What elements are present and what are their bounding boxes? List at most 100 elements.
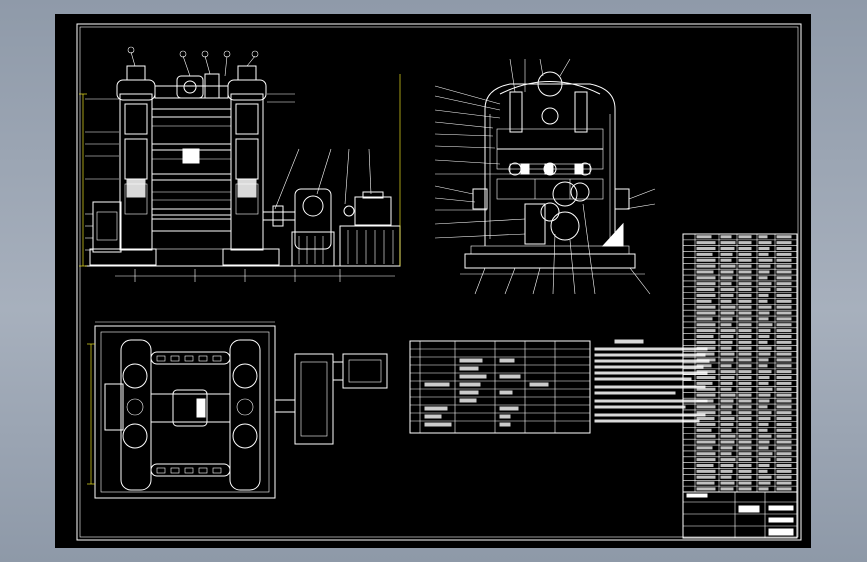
- parts-list-cell-text: [758, 305, 772, 309]
- parts-list-cell-text: [720, 299, 732, 303]
- parts-list-cell-text: [758, 440, 770, 444]
- parts-list-cell-text: [720, 487, 734, 491]
- parts-list-cell-text: [720, 458, 736, 462]
- parts-list-cell-text: [776, 352, 792, 356]
- parts-list-cell-text: [738, 428, 752, 432]
- parts-list-cell-text: [776, 469, 792, 473]
- parts-list-cell-text: [758, 258, 773, 262]
- parts-list-cell-text: [776, 417, 792, 421]
- parts-list-cell-text: [776, 428, 792, 432]
- parts-list-cell-text: [696, 469, 716, 473]
- parts-list-cell-text: [758, 487, 769, 491]
- parts-list-cell-text: [738, 323, 752, 327]
- parts-list-cell-text: [758, 252, 769, 256]
- parts-list-cell-text: [738, 446, 752, 450]
- parts-list-cell-text: [696, 282, 716, 286]
- parts-list-cell-text: [758, 358, 769, 362]
- parts-list-cell-text: [776, 364, 792, 368]
- parts-list-cell-text: [720, 246, 735, 251]
- plan-view: [87, 321, 388, 499]
- parts-list-cell-text: [720, 481, 735, 485]
- parts-list-cell-text: [738, 381, 752, 385]
- parts-list-cell-text: [738, 393, 752, 397]
- parts-list-cell-text: [720, 352, 735, 356]
- parts-list-cell-text: [720, 358, 734, 362]
- parts-list-cell-text: [696, 452, 716, 456]
- parts-list-cell-text: [720, 323, 732, 327]
- parts-list-cell-text: [696, 293, 716, 297]
- parts-list-cell-text: [696, 364, 712, 368]
- parts-list-cell-text: [720, 381, 733, 385]
- drawing-inner-frame: [79, 26, 799, 538]
- parts-list-cell-text: [738, 276, 752, 280]
- parts-list-cell-text: [738, 282, 752, 286]
- parts-list-cell-text: [696, 311, 716, 315]
- parts-list-cell-text: [738, 469, 752, 473]
- parts-list-cell-text: [738, 270, 752, 274]
- parts-list-cell-text: [758, 246, 770, 251]
- parts-list-cell-text: [776, 282, 792, 286]
- parts-list-cell-text: [738, 375, 752, 380]
- parts-list-cell-text: [738, 475, 752, 479]
- parts-list-cell-text: [696, 417, 715, 421]
- parts-list-cell-text: [776, 270, 792, 274]
- parts-list-cell-text: [696, 235, 712, 239]
- drawing-canvas[interactable]: [55, 14, 811, 548]
- parts-list-cell-text: [758, 405, 768, 409]
- parts-list-cell-text: [738, 399, 752, 403]
- parts-list-cell-text: [758, 411, 772, 415]
- parts-list-cell-text: [758, 282, 772, 286]
- parts-list-cell-text: [738, 417, 752, 421]
- parts-list-cell-text: [720, 334, 734, 338]
- parts-list-cell-text: [776, 381, 792, 385]
- parts-list-cell-text: [720, 293, 734, 297]
- parts-list-cell-text: [776, 311, 792, 315]
- parts-list-cell-text: [758, 311, 770, 315]
- parts-list-cell-text: [776, 463, 792, 467]
- parts-list-cell-text: [738, 458, 752, 462]
- parts-list-cell-text: [758, 452, 773, 456]
- parts-list-cell-text: [738, 346, 752, 350]
- parts-list-cell-text: [720, 411, 732, 415]
- parts-list-cell-text: [738, 334, 752, 338]
- parts-list-cell-text: [776, 452, 792, 456]
- parts-list-cell-text: [758, 235, 768, 239]
- parts-list-cell-text: [758, 364, 768, 368]
- parts-list-table: [682, 233, 798, 493]
- parts-list-cell-text: [738, 317, 752, 321]
- parts-list-cell-text: [696, 481, 715, 485]
- parts-list-cell-text: [776, 387, 792, 391]
- parts-list-cell-text: [776, 235, 792, 239]
- parts-list-cell-text: [758, 475, 772, 479]
- parts-list-cell-text: [738, 258, 752, 262]
- parts-list-cell-text: [696, 428, 712, 432]
- parts-list-cell-text: [758, 270, 770, 274]
- parts-list-cell-text: [776, 440, 792, 444]
- parts-list-cell-text: [696, 375, 716, 380]
- parts-list-cell-text: [776, 487, 792, 491]
- title-block: [682, 491, 798, 539]
- parts-list-cell-text: [696, 299, 712, 303]
- parts-list-cell-text: [758, 334, 770, 338]
- parts-list-cell-text: [696, 270, 714, 274]
- parts-list-cell-text: [776, 393, 792, 397]
- parts-list-cell-text: [696, 252, 713, 256]
- parts-list-cell-text: [696, 317, 713, 321]
- front-elevation-view: [79, 46, 401, 282]
- parts-list-cell-text: [776, 422, 792, 426]
- parts-list-cell-text: [696, 422, 716, 426]
- parts-list-cell-text: [738, 264, 752, 268]
- parts-list-cell-text: [720, 340, 733, 344]
- parts-list-cell-text: [776, 252, 792, 256]
- parts-list-cell-text: [738, 463, 752, 467]
- parts-list-cell-text: [738, 422, 752, 426]
- parts-list-cell-text: [738, 440, 752, 444]
- parts-list-cell-text: [776, 481, 792, 485]
- parts-list-cell-text: [738, 311, 752, 315]
- parts-list-cell-text: [720, 329, 736, 333]
- parts-list-cell-text: [738, 434, 752, 438]
- parts-list-cell-text: [738, 252, 752, 256]
- parts-list-cell-text: [758, 346, 772, 350]
- parts-list-cell-text: [720, 364, 732, 368]
- parts-list-cell-text: [776, 264, 792, 268]
